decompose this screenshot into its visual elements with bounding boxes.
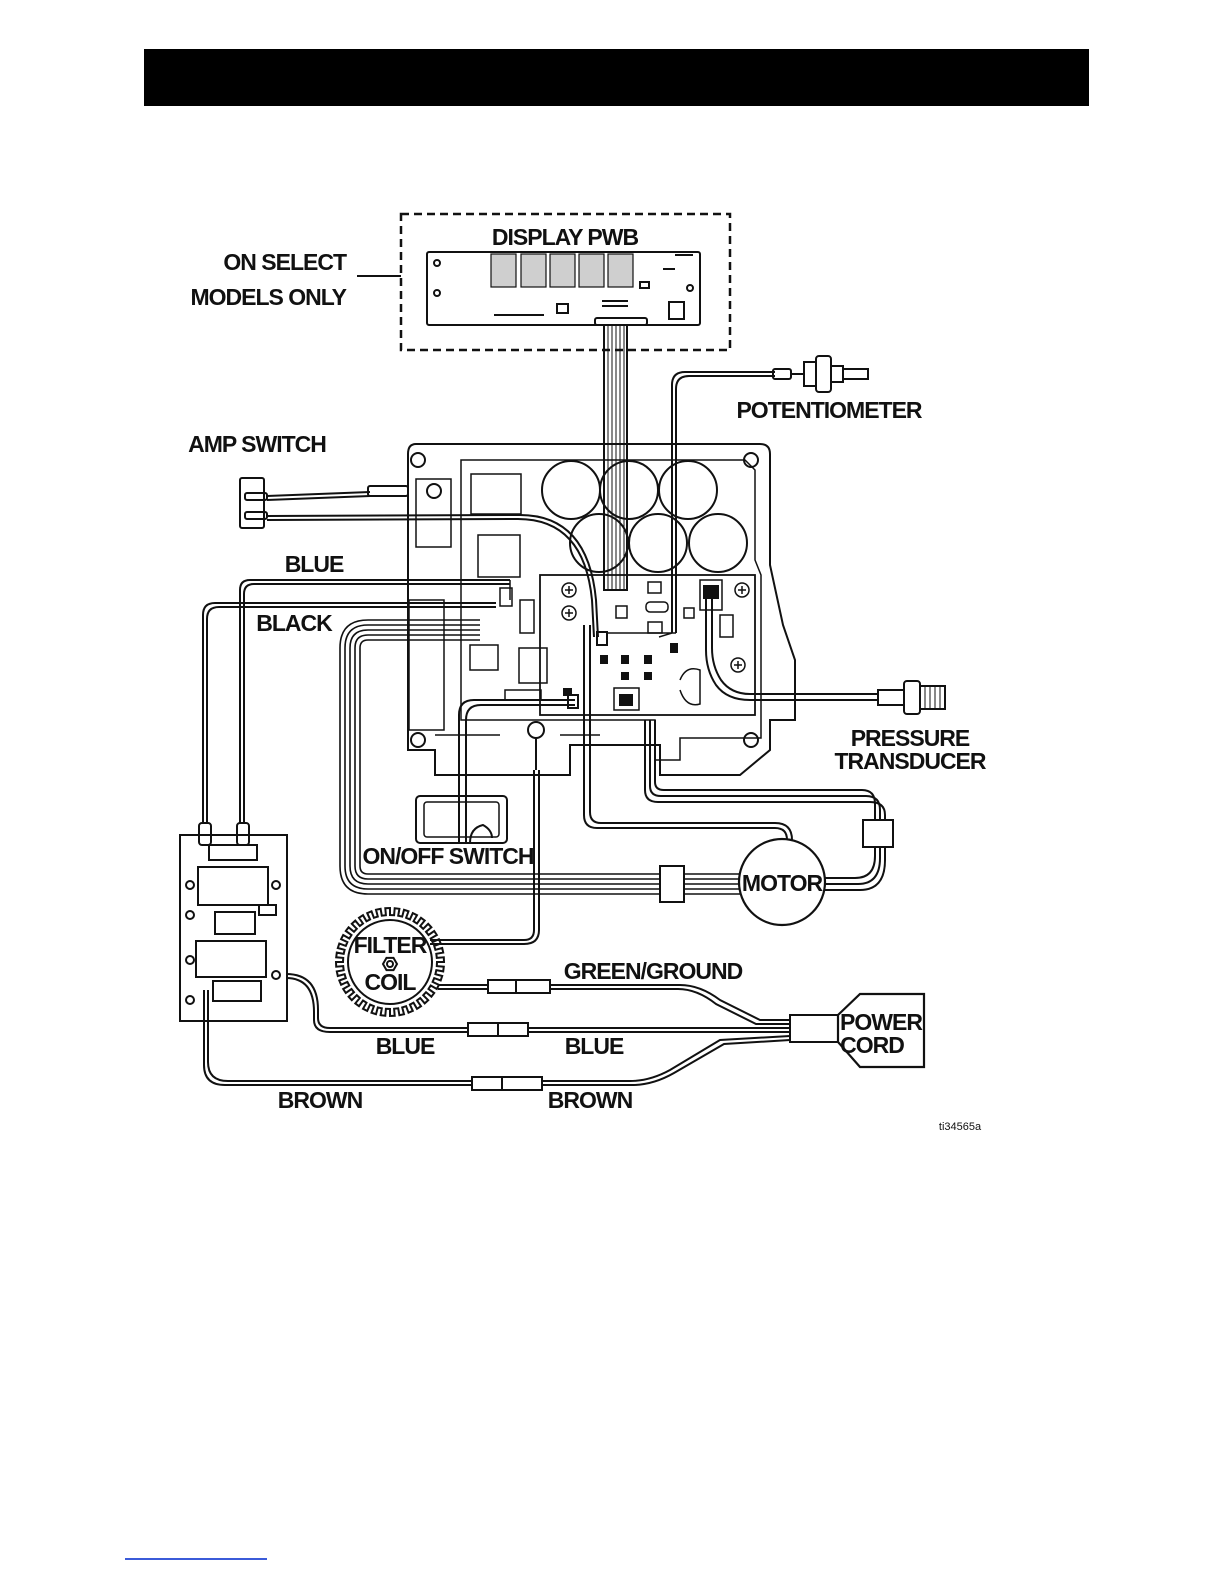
pwb-hole	[434, 290, 440, 296]
power-cord-label-line2: CORD	[840, 1032, 904, 1058]
figure-id: ti34565a	[939, 1121, 982, 1133]
display-connector	[595, 318, 647, 325]
pwb-hole	[687, 285, 693, 291]
display-pwb-label: DISPLAY PWB	[492, 224, 639, 250]
on-select-label-line2: MODELS ONLY	[190, 284, 346, 310]
motor-label: MOTOR	[742, 870, 824, 896]
filter-coil	[336, 908, 444, 1016]
pressure-transducer-label-line2: TRANSDUCER	[835, 748, 987, 774]
capacitors	[542, 461, 747, 572]
display-digits	[491, 254, 633, 287]
filter-coil-label-line2: COIL	[365, 969, 417, 995]
brown-wire-label-right: BROWN	[548, 1087, 633, 1113]
power-cord-wiring	[204, 974, 924, 1090]
ground-wire	[430, 722, 544, 944]
ribbon-cable	[604, 325, 627, 590]
amp-switch-label: AMP SWITCH	[188, 431, 326, 457]
footer-link-underline[interactable]	[125, 1558, 267, 1560]
green-ground-label: GREEN/GROUND	[564, 958, 743, 984]
filter-coil-label-line1: FILTER	[354, 932, 428, 958]
transformer-board	[180, 823, 287, 1021]
black-wire-label: BLACK	[256, 610, 333, 636]
on-select-label-line1: ON SELECT	[223, 249, 347, 275]
blue-wire-label-top: BLUE	[285, 551, 344, 577]
brown-wire-label-left: BROWN	[278, 1087, 363, 1113]
blue-wire-label-right: BLUE	[565, 1033, 624, 1059]
on-off-switch	[416, 695, 578, 843]
on-off-switch-label: ON/OFF SWITCH	[363, 843, 534, 869]
potentiometer-label: POTENTIOMETER	[736, 397, 922, 423]
pwb-hole	[434, 260, 440, 266]
blue-wire-label-left: BLUE	[376, 1033, 435, 1059]
